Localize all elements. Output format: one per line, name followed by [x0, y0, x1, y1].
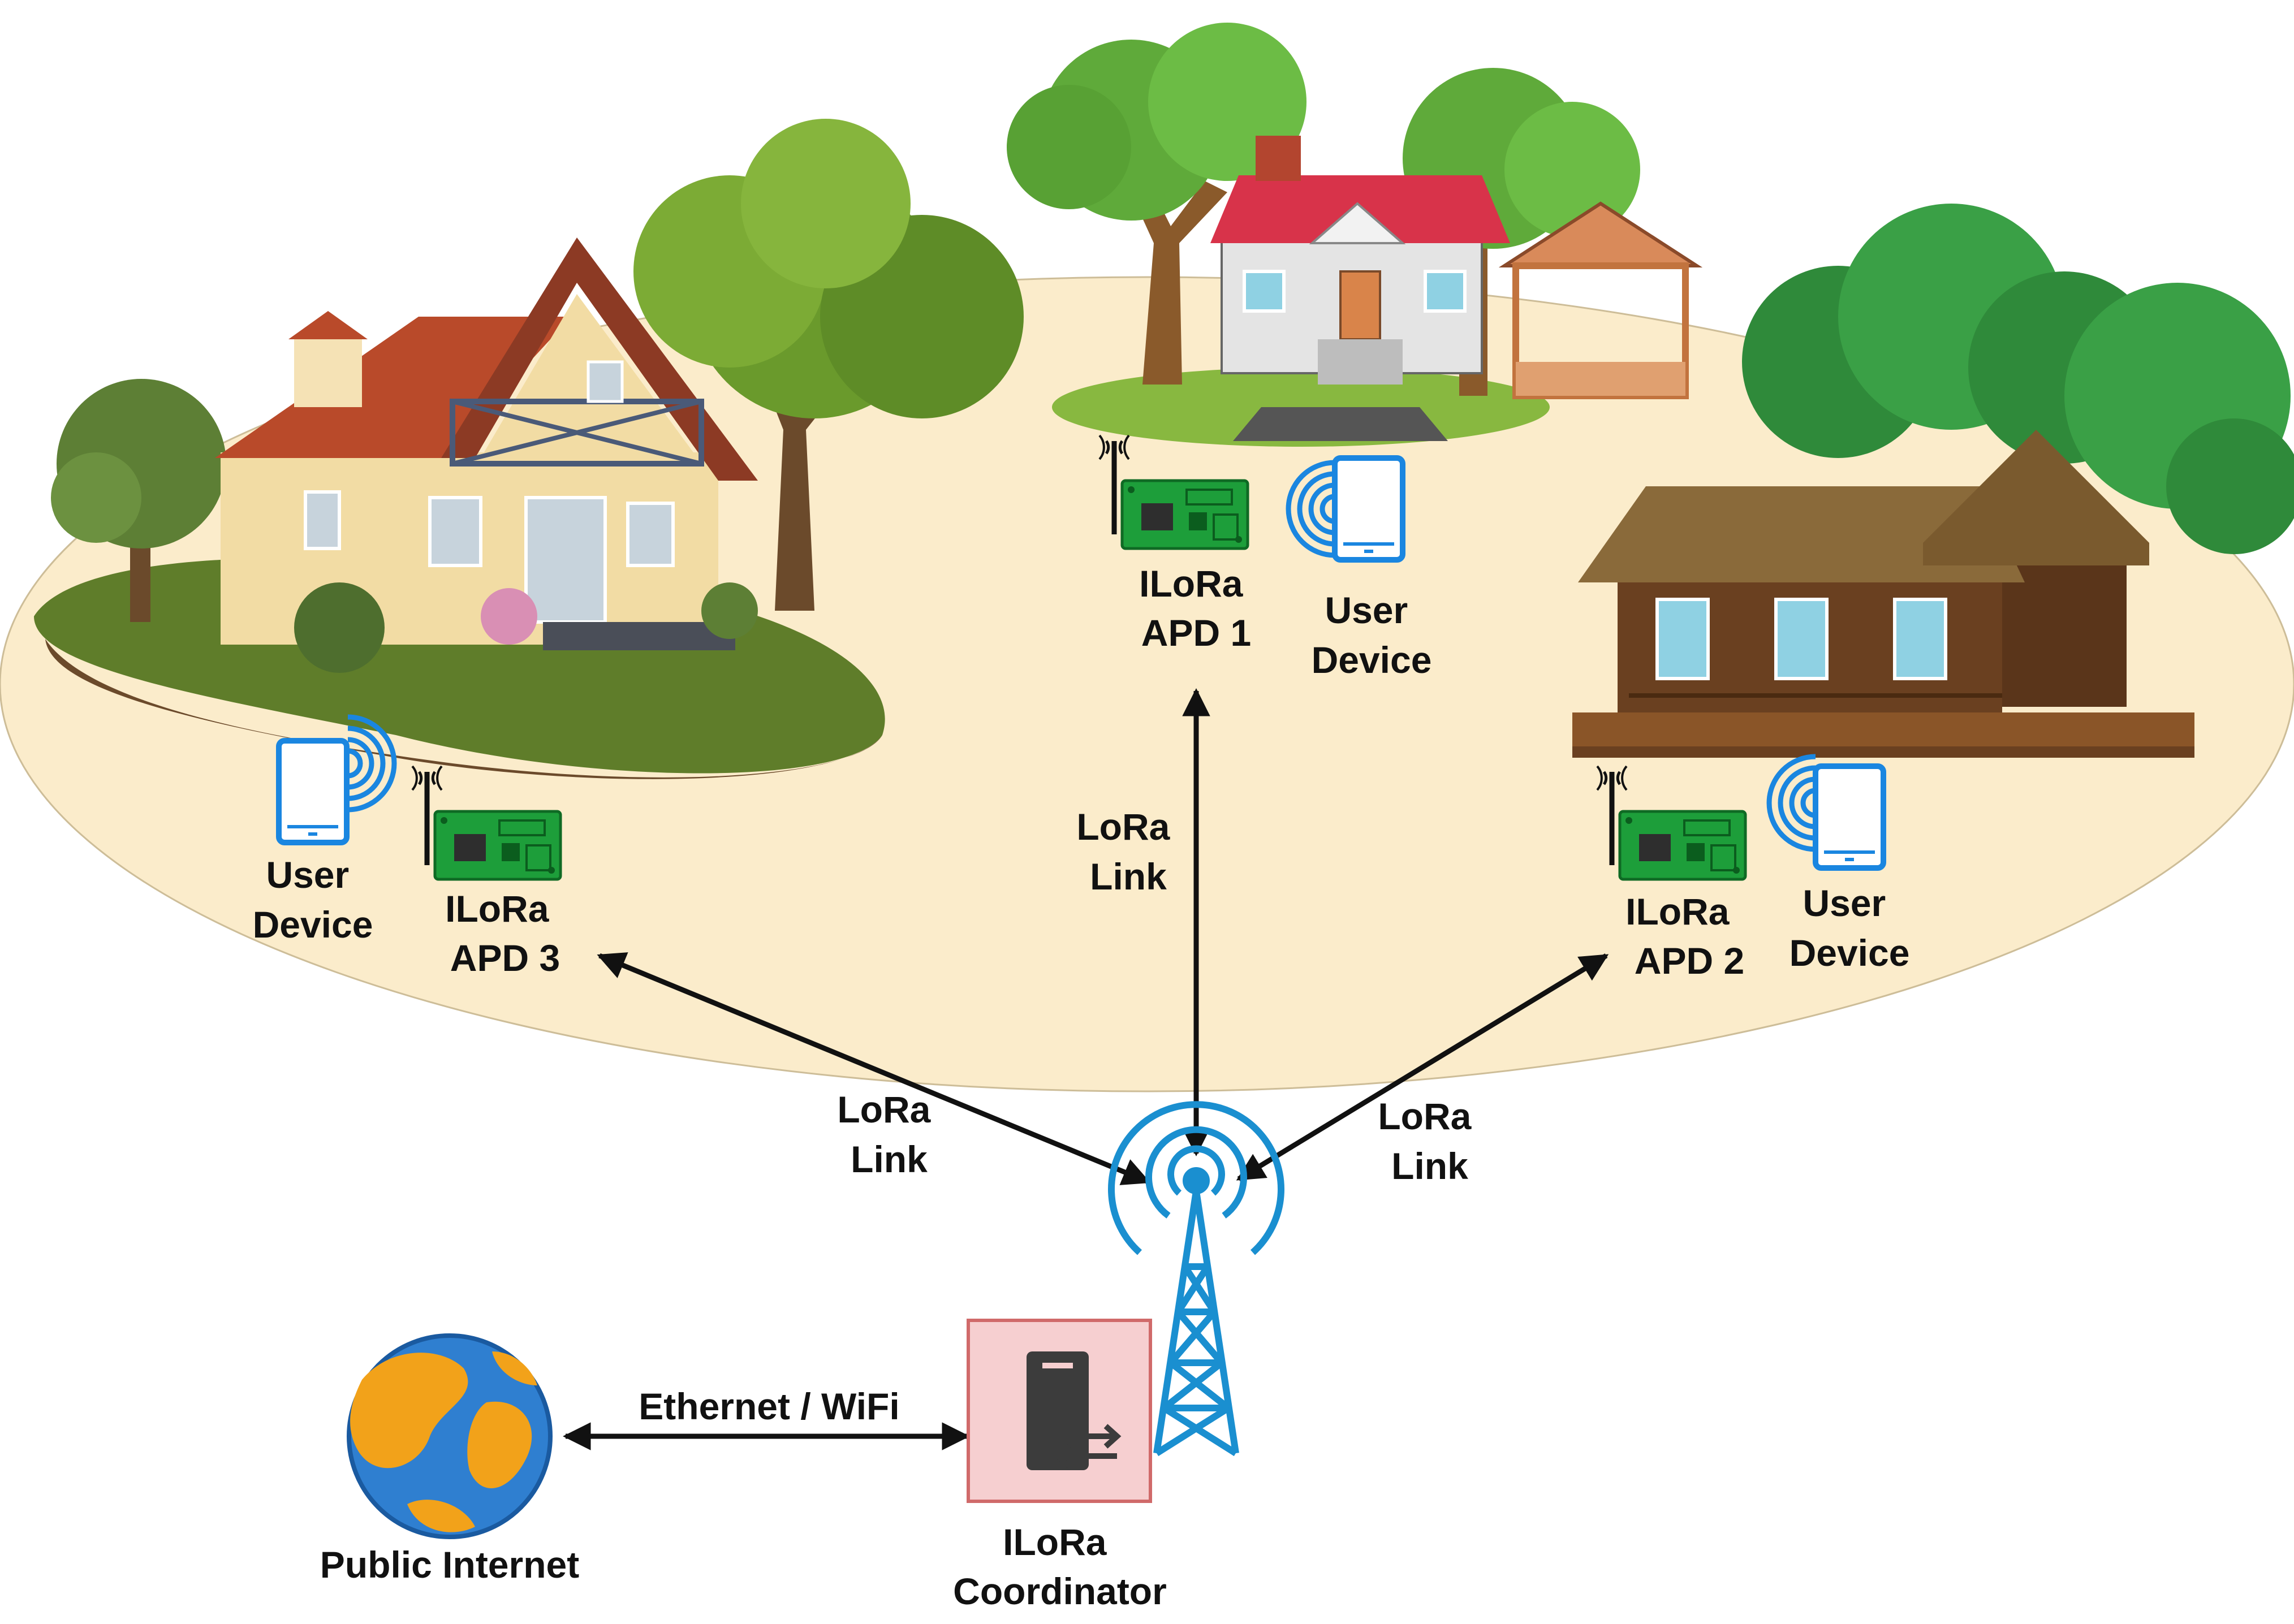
lora-link-arrow-apd3	[597, 952, 1151, 1185]
apd3-label: ILoRa APD 3	[445, 888, 560, 979]
apd2-label: ILoRa APD 2	[1625, 891, 1744, 982]
tablet-icon	[1335, 458, 1403, 560]
lora-link-label-center: LoRa Link	[1076, 806, 1180, 897]
globe-icon	[347, 1333, 553, 1539]
lora-link-arrow-apd2	[1236, 953, 1609, 1181]
user-device-label-top: User Device	[1312, 589, 1432, 681]
coordinator-label: ILoRa Coordinator	[953, 1521, 1167, 1612]
user-device-label-left: User Device	[253, 854, 373, 945]
lora-link-label-left: LoRa Link	[837, 1089, 941, 1180]
radio-tower-icon	[1108, 1101, 1284, 1457]
tablet-icon	[279, 741, 347, 843]
public-internet-label: Public Internet	[320, 1544, 579, 1586]
user-device-label-right: User Device	[1790, 882, 1910, 974]
house-c-illustration	[1572, 204, 2294, 758]
lora-link-label-right: LoRa Link	[1378, 1095, 1481, 1187]
apd1-label: ILoRa APD 1	[1139, 563, 1253, 654]
house-b-illustration	[1007, 23, 1703, 447]
house-a-illustration	[34, 119, 1024, 779]
tablet-icon	[1816, 766, 1883, 868]
server-icon	[1027, 1351, 1122, 1470]
ethernet-wifi-label: Ethernet / WiFi	[639, 1385, 899, 1427]
